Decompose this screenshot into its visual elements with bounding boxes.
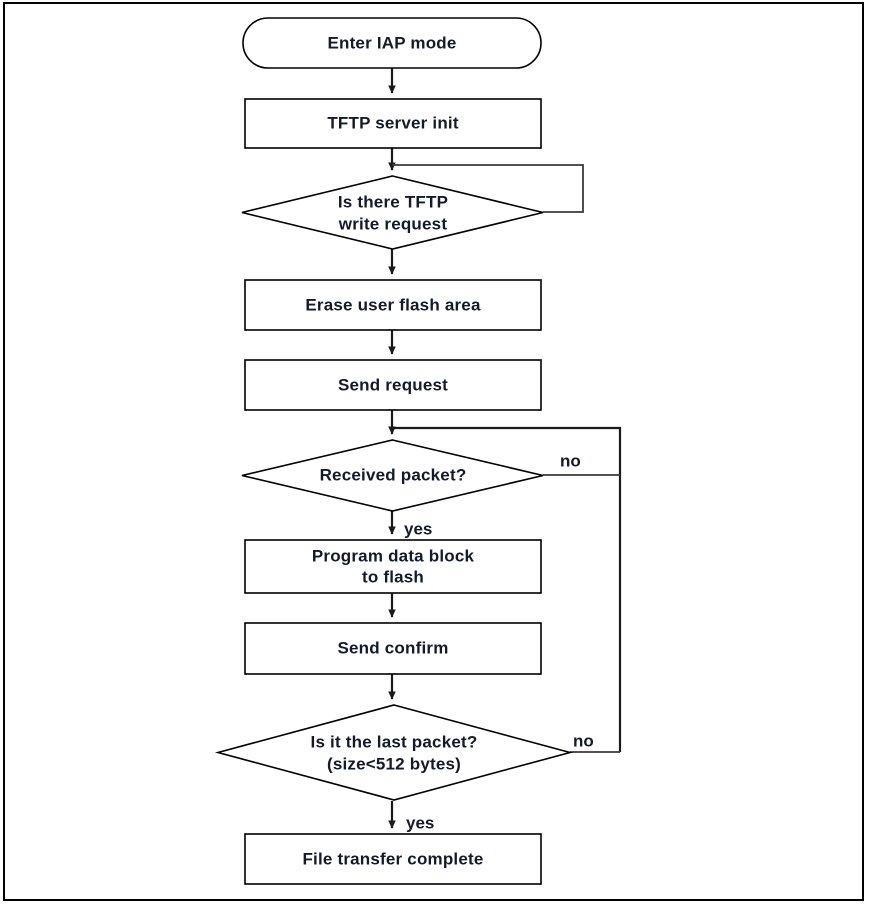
node-program-data-block-to-flash[interactable]: Program data block to flash (244, 539, 542, 594)
node-enter-iap-mode[interactable]: Enter IAP mode (242, 17, 542, 69)
node-tftp-server-init[interactable]: TFTP server init (244, 98, 542, 149)
node-send-request[interactable]: Send request (244, 359, 542, 411)
edge-label-received-packet-no: no (560, 451, 581, 470)
node-label-program-flash-line2: to flash (362, 567, 424, 586)
diagram-frame (3, 2, 864, 901)
decision-shape (214, 704, 574, 801)
node-label-tftp-server-init: TFTP server init (327, 113, 459, 132)
decision-shape (241, 175, 544, 250)
node-label-write-request-line1: Is there TFTP (338, 192, 448, 211)
edge-write-request-feedback-loop (392, 164, 584, 213)
edge-label-layer: no yes no yes (404, 451, 594, 832)
node-label-write-request-line2: write request (338, 214, 448, 233)
node-is-there-tftp-write-request[interactable]: Is there TFTP write request (241, 175, 544, 250)
decision-shape (241, 439, 544, 512)
node-label-send-confirm: Send confirm (337, 638, 448, 657)
node-file-transfer-complete[interactable]: File transfer complete (244, 833, 542, 885)
node-received-packet[interactable]: Received packet? (241, 439, 544, 512)
connector-layer (388, 68, 622, 829)
process-shape (244, 622, 542, 675)
edge-label-received-packet-yes: yes (404, 519, 432, 538)
process-shape (244, 539, 542, 594)
node-erase-user-flash-area[interactable]: Erase user flash area (244, 279, 542, 331)
node-label-received-packet: Received packet? (320, 465, 467, 484)
process-shape (244, 359, 542, 411)
node-label-enter-iap-mode: Enter IAP mode (327, 33, 456, 52)
process-shape (244, 833, 542, 885)
node-label-file-transfer-complete: File transfer complete (302, 849, 483, 868)
node-label-last-packet-line1: Is it the last packet? (311, 732, 478, 751)
process-shape (244, 279, 542, 331)
node-send-confirm[interactable]: Send confirm (244, 622, 542, 675)
terminator-shape (242, 17, 542, 69)
node-label-last-packet-line2: (size<512 bytes) (327, 754, 461, 773)
node-label-send-request: Send request (338, 375, 448, 394)
process-shape (244, 98, 542, 149)
edge-right-return-bus (392, 426, 622, 752)
edge-label-last-packet-yes: yes (406, 813, 434, 832)
node-label-program-flash-line1: Program data block (312, 546, 475, 565)
node-label-erase-user-flash-area: Erase user flash area (305, 295, 481, 314)
edge-label-last-packet-no: no (573, 731, 594, 750)
node-is-it-the-last-packet[interactable]: Is it the last packet? (size<512 bytes) (214, 704, 574, 801)
